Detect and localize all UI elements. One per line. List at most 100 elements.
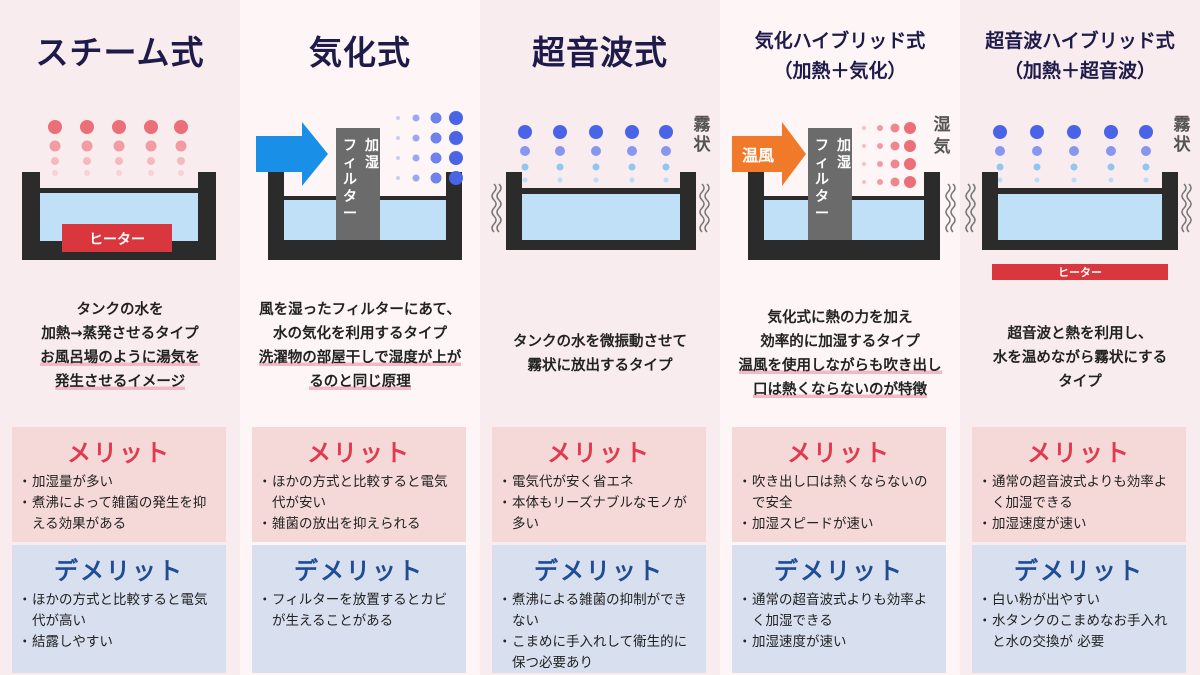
- filter-label-part: 加: [836, 138, 851, 154]
- vibration-icon: [965, 183, 971, 233]
- demerit-item: 結露しやすい: [18, 632, 218, 653]
- column-title-line: 気化ハイブリッド式: [754, 30, 926, 52]
- demerit-title: デメリット: [54, 557, 184, 585]
- description-line: 超音波と熱を利用し、: [1007, 326, 1153, 342]
- column-title: 超音波式: [532, 33, 668, 72]
- description-line-highlight: お風呂場のように湯気を: [40, 350, 200, 366]
- column-title: 気化式: [309, 33, 411, 72]
- merit-item: 煮沸によって雑菌の発生を抑える効果がある: [18, 493, 218, 535]
- ultrasonic-illustration: 霧 状: [491, 114, 712, 250]
- demerit-box: デメリット 通常の超音波式よりも効率よく加湿できる 加湿速度が速い: [732, 545, 946, 673]
- vaporization-hybrid-illustration: 温風 加 湿 フ ィ ル タ ー 湿 気: [732, 115, 956, 260]
- demerit-title: デメリット: [534, 557, 664, 585]
- arrow-right-icon: [256, 122, 328, 186]
- demerit-item: 通常の超音波式よりも効率よく加湿できる: [738, 590, 938, 632]
- vibration-icon: [950, 183, 956, 233]
- description-line: 効率的に加湿するタイプ: [760, 334, 920, 350]
- filter-label-part: ィ: [815, 155, 829, 171]
- column-subtitle: （加熱＋超音波）: [1003, 60, 1156, 82]
- filter-label-part: タ: [343, 189, 357, 205]
- mist-dots: [396, 111, 463, 185]
- side-label-char: 湿: [934, 115, 951, 135]
- column-steam: スチーム式 ヒーター タンクの水を 加熱→蒸発させるタイプ お風呂場のように湯気…: [0, 0, 240, 675]
- merit-item: 本体もリーズナブルなモノが多い: [498, 493, 698, 535]
- description-line: タイプ: [1058, 374, 1102, 390]
- description-line-highlight: 発生させるイメージ: [54, 374, 186, 390]
- demerit-item: ほかの方式と比較すると電気代が高い: [18, 590, 218, 632]
- water: [522, 194, 680, 240]
- demerit-item: 煮沸による雑菌の抑制ができない: [498, 590, 698, 632]
- side-label-char: 霧: [1174, 114, 1192, 135]
- filter-label-part: タ: [815, 189, 829, 205]
- description-line-highlight: るのと同じ原理: [309, 374, 411, 390]
- side-label-char: 状: [694, 134, 712, 155]
- heater: [992, 264, 1168, 280]
- description: 気化式に熱の力を加え 効率的に加湿するタイプ 温風を使用しながらも吹き出し 口は…: [720, 306, 960, 402]
- demerit-item: 水タンクのこまめなお手入れと水の交換が 必要: [978, 611, 1178, 653]
- column-title-line: 超音波ハイブリッド式: [985, 30, 1175, 52]
- demerit-title: デメリット: [1014, 557, 1144, 585]
- filter-label-part: 湿: [365, 155, 379, 171]
- description: タンクの水を微振動させて 霧状に放出するタイプ: [480, 330, 720, 378]
- side-label-char: 霧: [694, 114, 712, 135]
- column-vaporization-hybrid: 気化ハイブリッド式 （加熱＋気化） 温風 加 湿 フ ィ ル タ ー 湿 気: [720, 0, 960, 675]
- filter-label-part: ル: [343, 172, 357, 188]
- wind-label: 温風: [741, 146, 774, 165]
- description-line: 水の気化を利用するタイプ: [273, 326, 447, 342]
- description-line: タンクの水を微振動させて: [513, 334, 687, 350]
- vibration-icon: [970, 183, 976, 233]
- demerit-title: デメリット: [294, 557, 424, 585]
- demerit-box: デメリット フィルターを放置するとカビが生えることがある: [252, 545, 466, 673]
- vibration-icon: [1186, 183, 1192, 233]
- heater-label: ヒーター: [89, 232, 145, 248]
- filter-label-part: 湿: [837, 155, 851, 171]
- heater-label: ヒーター: [1058, 266, 1102, 279]
- vibration-icon: [1181, 183, 1187, 233]
- merit-item: 通常の超音波式よりも効率よく加湿できる: [978, 472, 1178, 514]
- filter-label-part: ル: [815, 172, 829, 188]
- filter: [336, 128, 380, 240]
- mist-dots: [993, 125, 1153, 183]
- column-subtitle: （加熱＋気化）: [773, 60, 907, 82]
- merit-box: メリット ほかの方式と比較すると電気代が安い 雑菌の放出を抑えられる: [252, 427, 466, 542]
- merit-item: 電気代が安く省エネ: [498, 472, 698, 493]
- merit-item: 雑菌の放出を抑えられる: [258, 514, 458, 535]
- column-vaporization: 気化式 加 湿 フ ィ ル タ ー 風を湿ったフィルターにあて、 水の気化を利用…: [240, 0, 480, 675]
- filter-label-part: ー: [815, 206, 829, 222]
- steam-illustration: ヒーター: [22, 120, 216, 260]
- merit-title: メリット: [787, 439, 891, 467]
- description-line-highlight: 温風を使用しながらも吹き出し: [738, 358, 942, 374]
- ultrasonic-hybrid-illustration: 霧 状 ヒーター: [965, 114, 1192, 280]
- demerit-item: 白い粉が出やすい: [978, 590, 1178, 611]
- vibration-icon: [945, 183, 951, 233]
- merit-item: 加湿量が多い: [18, 472, 218, 493]
- arrow-right-icon: [732, 122, 806, 186]
- description: タンクの水を 加熱→蒸発させるタイプ お風呂場のように湯気を 発生させるイメージ: [0, 298, 240, 394]
- vibration-icon: [491, 183, 497, 233]
- merit-item: ほかの方式と比較すると電気代が安い: [258, 472, 458, 514]
- description-line-highlight: 口は熱くならないのが特徴: [753, 382, 927, 398]
- column-title: 気化ハイブリッド式 （加熱＋気化）: [720, 26, 960, 86]
- merit-box: メリット 通常の超音波式よりも効率よく加湿できる 加湿速度が速い: [972, 427, 1186, 542]
- demerit-item: こまめに手入れして衛生的に保つ必要あり: [498, 632, 698, 674]
- demerit-box: デメリット ほかの方式と比較すると電気代が高い 結露しやすい: [12, 545, 226, 673]
- demerit-item: 加湿速度が速い: [738, 632, 938, 653]
- filter: [808, 128, 852, 240]
- description: 超音波と熱を利用し、 水を温めながら霧状にする タイプ: [960, 322, 1200, 394]
- merit-item: 吹き出し口は熱くならないので安全: [738, 472, 938, 514]
- merit-title: メリット: [1027, 439, 1131, 467]
- mist-dots: [518, 125, 673, 183]
- filter-label-part: フ: [815, 138, 829, 154]
- filter-label-part: 加: [364, 138, 379, 154]
- vibration-icon: [704, 183, 710, 233]
- column-ultrasonic: 超音波式 霧 状 タンクの水を微振動させて 霧状に放出するタイプ メリット: [480, 0, 720, 675]
- description-line: タンクの水を: [76, 302, 164, 318]
- merit-item: 加湿速度が速い: [978, 514, 1178, 535]
- merit-title: メリット: [307, 439, 411, 467]
- merit-box: メリット 吹き出し口は熱くならないので安全 加湿スピードが速い: [732, 427, 946, 542]
- demerit-title: デメリット: [774, 557, 904, 585]
- description-line-highlight: 洗濯物の部屋干しで湿度が上が: [258, 350, 462, 366]
- column-title: スチーム式: [35, 33, 205, 72]
- description-line: 風を湿ったフィルターにあて、: [259, 302, 461, 318]
